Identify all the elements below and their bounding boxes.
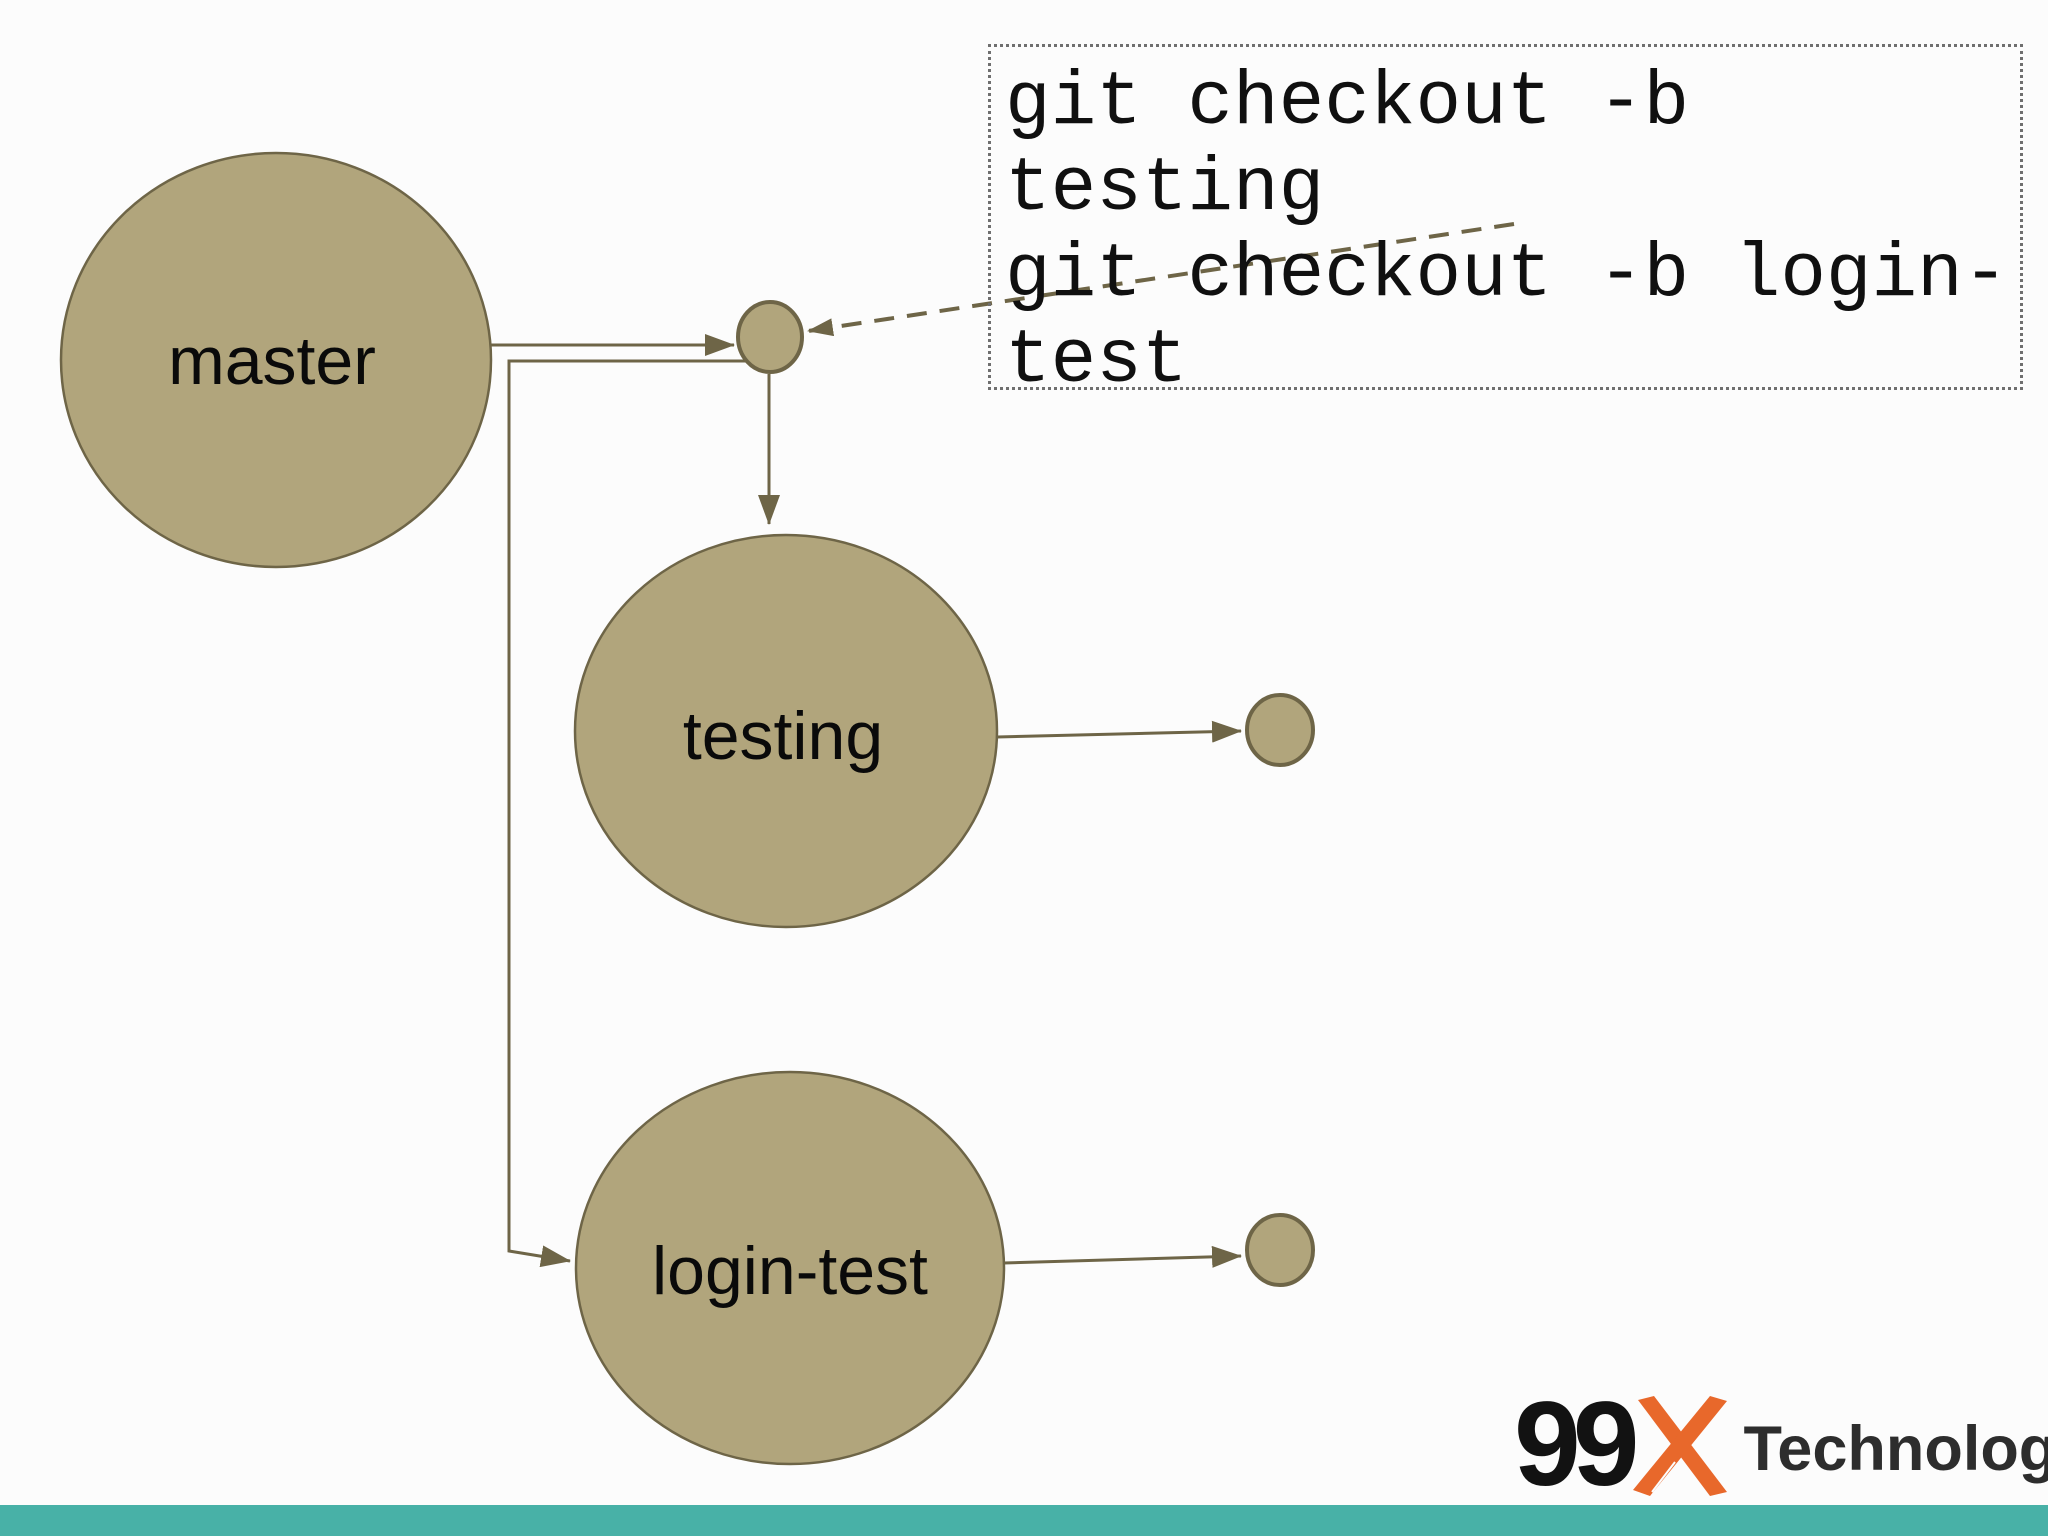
footer-accent-bar [0,1505,2048,1536]
commit-dot-testing [1245,693,1315,767]
arrow-testing-to-commit [996,720,1242,743]
arrow-login-test-to-commit [1003,1245,1242,1268]
testing-node [573,533,999,929]
login-test-node [574,1070,1006,1466]
git-command-checkout-login-test: git checkout -b login-test [1005,232,2009,404]
logo-x-icon [1633,1396,1728,1496]
git-command-checkout-testing: git checkout -b testing [1005,60,1690,232]
login-test-node-label: login-test [652,1233,928,1309]
logo-99-text: 99 [1514,1377,1640,1511]
logo-technology-text: Technology [1743,1414,2048,1484]
arrow-commit-to-login-test [507,359,747,1268]
commit-dot-login-test [1245,1213,1315,1287]
master-node [59,151,493,569]
commit-dot-branch-point [736,300,804,374]
git-commands-box: git checkout -b testing git checkout -b … [988,44,2023,404]
company-logo: 99 Technology [1514,1377,2048,1511]
master-node-label: master [168,323,376,399]
dashed-callout-arrow [807,222,1515,337]
testing-node-label: testing [683,698,883,774]
